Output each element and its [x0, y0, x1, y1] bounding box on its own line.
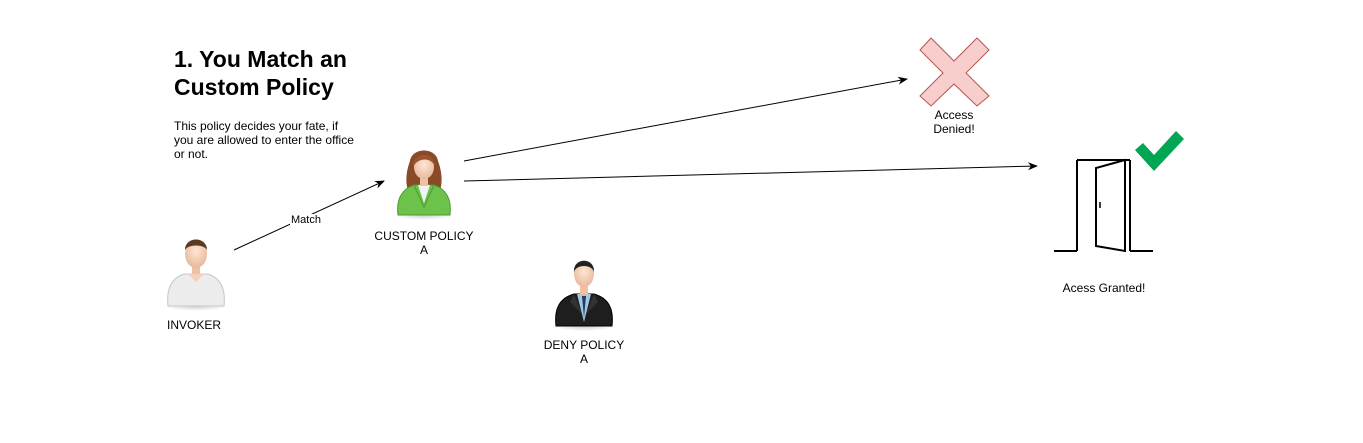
- description-line-3: or not.: [174, 147, 209, 161]
- description-line-2: you are allowed to enter the office: [174, 133, 354, 147]
- access-denied-label-line-1: Access: [934, 108, 974, 122]
- red-cross-icon: [919, 37, 990, 107]
- match-edge-label: Match: [290, 214, 322, 226]
- invoker-label: INVOKER: [166, 318, 221, 332]
- custom-policy-label-line-2: A: [419, 243, 428, 257]
- custom-policy-label: CUSTOM POLICY A: [364, 229, 484, 257]
- man-white-shirt-icon: [164, 239, 228, 311]
- title-line-2: Custom Policy: [174, 74, 334, 100]
- deny-policy-label: DENY POLICY A: [524, 338, 644, 366]
- man-black-suit-icon: [552, 260, 616, 331]
- open-door-icon: [1054, 158, 1153, 253]
- deny-policy-label-line-1: DENY POLICY: [543, 338, 625, 352]
- deny-policy-label-line-2: A: [579, 352, 588, 366]
- page-title: 1. You Match an Custom Policy: [174, 45, 404, 101]
- policy-description: This policy decides your fate, if you ar…: [174, 119, 364, 161]
- custom-policy-label-line-1: CUSTOM POLICY: [374, 229, 474, 243]
- woman-green-jacket-icon: [394, 150, 454, 220]
- title-line-1: 1. You Match an: [174, 46, 347, 72]
- edge-custom-policy-to-access-granted: [463, 162, 1038, 182]
- green-checkmark-icon: [1135, 131, 1184, 171]
- description-line-1: This policy decides your fate, if: [174, 119, 339, 133]
- access-denied-label: Access Denied!: [914, 108, 994, 136]
- edge-custom-policy-to-access-denied: [463, 76, 908, 162]
- access-denied-label-line-2: Denied!: [933, 122, 975, 136]
- access-granted-label: Acess Granted!: [1062, 281, 1146, 295]
